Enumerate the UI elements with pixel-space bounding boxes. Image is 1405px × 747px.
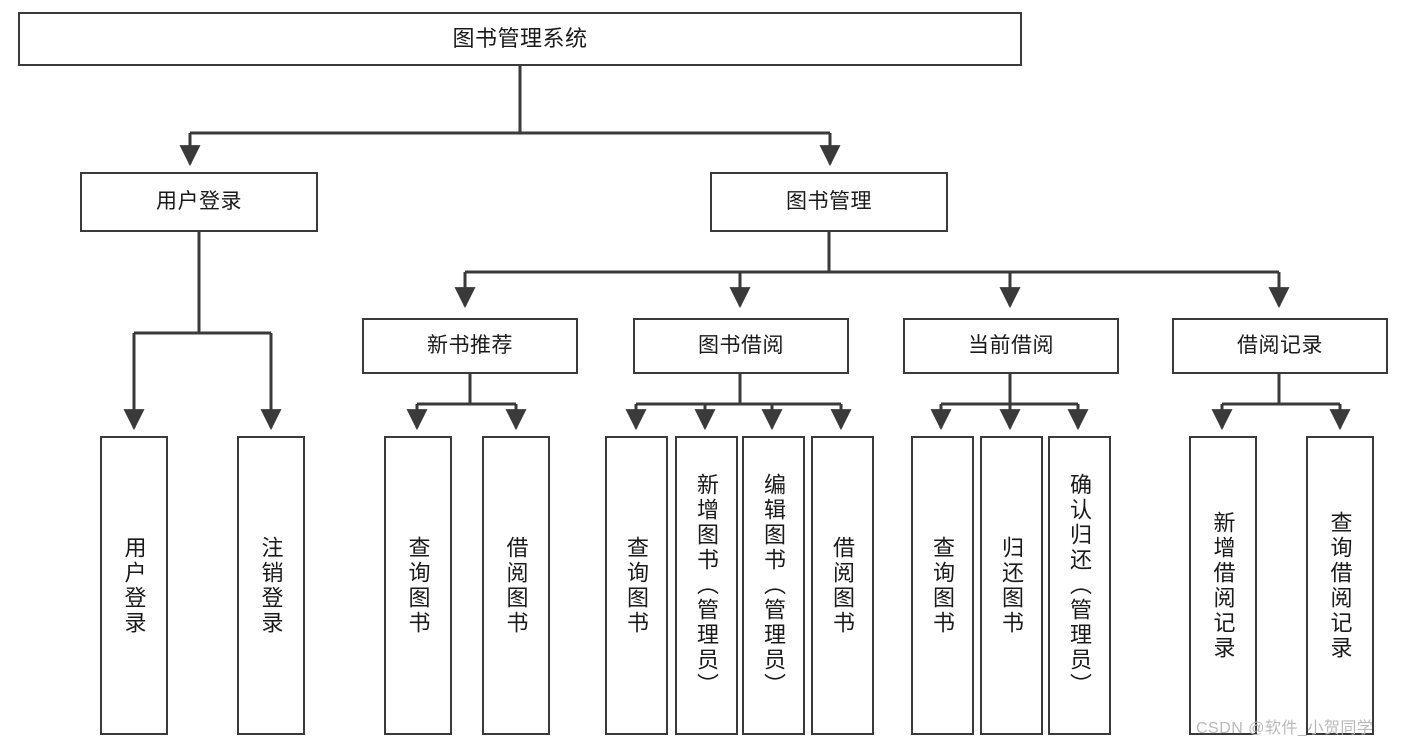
leaf-user-login[interactable]: 用户登录 <box>100 436 168 735</box>
node-label: 图书管理 <box>786 189 872 213</box>
leaf-add-book[interactable]: 新增图书（管理员） <box>675 436 738 735</box>
node-label: 新书推荐 <box>427 333 513 357</box>
node-book-manage[interactable]: 图书管理 <box>710 172 948 232</box>
node-label: 新增图书（管理员） <box>694 473 720 698</box>
leaf-confirm-return[interactable]: 确认归还（管理员） <box>1048 436 1111 735</box>
node-label: 归还图书 <box>999 535 1025 636</box>
node-label: 注销登录 <box>258 535 284 636</box>
node-label: 编辑图书（管理员） <box>761 473 787 698</box>
node-label: 图书借阅 <box>698 333 784 357</box>
leaf-return-book[interactable]: 归还图书 <box>980 436 1043 735</box>
node-label: 借阅图书 <box>503 535 529 636</box>
node-current-borrow[interactable]: 当前借阅 <box>903 318 1119 374</box>
leaf-borrow-book[interactable]: 借阅图书 <box>811 436 874 735</box>
node-label: 借阅图书 <box>830 535 856 636</box>
csdn-watermark: CSDN @软件_小贺同学 <box>1196 720 1374 737</box>
node-borrow-record[interactable]: 借阅记录 <box>1172 318 1388 374</box>
node-label: 图书管理系统 <box>452 26 588 52</box>
node-label: 当前借阅 <box>968 333 1054 357</box>
node-label: 查询图书 <box>405 535 431 636</box>
leaf-query-book-recommend[interactable]: 查询图书 <box>384 436 452 735</box>
leaf-query-book-current[interactable]: 查询图书 <box>911 436 974 735</box>
leaf-query-book-borrow[interactable]: 查询图书 <box>605 436 668 735</box>
leaf-add-borrow-record[interactable]: 新增借阅记录 <box>1189 436 1257 735</box>
node-label: 用户登录 <box>121 535 147 636</box>
node-label: 查询借阅记录 <box>1327 510 1353 661</box>
node-label: 新增借阅记录 <box>1210 510 1236 661</box>
node-user-login[interactable]: 用户登录 <box>80 172 318 232</box>
node-label: 查询图书 <box>624 535 650 636</box>
node-new-book-recommend[interactable]: 新书推荐 <box>362 318 578 374</box>
leaf-borrow-book-recommend[interactable]: 借阅图书 <box>482 436 550 735</box>
node-book-borrow[interactable]: 图书借阅 <box>633 318 849 374</box>
leaf-logout[interactable]: 注销登录 <box>237 436 305 735</box>
leaf-edit-book[interactable]: 编辑图书（管理员） <box>742 436 805 735</box>
node-label: 查询图书 <box>930 535 956 636</box>
node-root-system[interactable]: 图书管理系统 <box>18 12 1022 66</box>
node-label: 用户登录 <box>156 189 242 213</box>
node-label: 借阅记录 <box>1237 333 1323 357</box>
leaf-query-borrow-record[interactable]: 查询借阅记录 <box>1306 436 1374 735</box>
node-label: 确认归还（管理员） <box>1067 473 1093 698</box>
